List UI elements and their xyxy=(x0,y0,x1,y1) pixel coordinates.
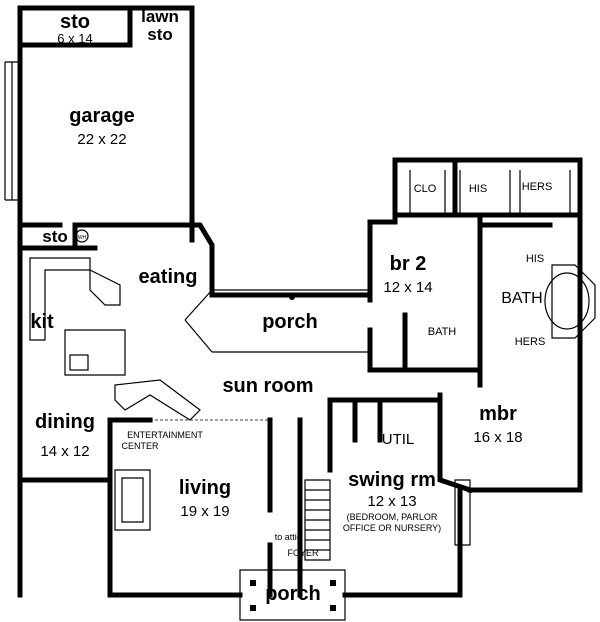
room-br2-name: br 2 xyxy=(390,253,427,275)
room-master-bath-name: BATH xyxy=(501,290,542,307)
room-kit-name: kit xyxy=(30,311,54,333)
to-attic-label: to attic xyxy=(275,532,302,542)
room-sto-size: 6 x 14 xyxy=(57,31,92,46)
room-lawn-sto-line2: sto xyxy=(147,25,173,44)
room-garage-size: 22 x 22 xyxy=(77,131,126,148)
room-his-bath-name: HIS xyxy=(526,253,544,265)
room-living-size: 19 x 19 xyxy=(180,503,229,520)
room-sto-name: sto xyxy=(60,11,90,33)
room-br2-size: 12 x 14 xyxy=(383,279,432,296)
room-mbr-size: 16 x 18 xyxy=(473,429,522,446)
room-swing-rm-name: swing rm xyxy=(348,469,436,491)
room-swing-rm-size: 12 x 13 xyxy=(367,493,416,510)
porch-columns xyxy=(250,294,336,611)
room-swing-rm-note2: OFFICE OR NURSERY) xyxy=(343,523,441,533)
room-living-name: living xyxy=(179,477,231,499)
water-heater-label: WH xyxy=(78,235,87,241)
room-dining-name: dining xyxy=(35,411,95,433)
room-clo-name: CLO xyxy=(414,183,437,195)
room-util-name: UTIL xyxy=(382,431,415,448)
room-sto-small-name: sto xyxy=(42,227,68,246)
room-hers-bath-name: HERS xyxy=(515,336,546,348)
room-porch-mid-name: porch xyxy=(262,311,318,333)
room-his-closet-name: HIS xyxy=(469,183,487,195)
room-sun-room-name: sun room xyxy=(222,375,313,397)
entertainment-center-line2: CENTER xyxy=(121,441,159,451)
walls xyxy=(4,5,596,621)
room-foyer-name: FOYER xyxy=(287,548,319,558)
room-mbr-name: mbr xyxy=(479,403,517,425)
room-garage-name: garage xyxy=(69,105,135,127)
room-hers-closet-name: HERS xyxy=(522,181,553,193)
room-br2-bath-name: BATH xyxy=(428,326,457,338)
room-dining-size: 14 x 12 xyxy=(40,443,89,460)
entertainment-center-line1: ENTERTAINMENT xyxy=(127,430,203,440)
room-eating-name: eating xyxy=(139,266,198,288)
room-porch-front-name: porch xyxy=(265,583,321,605)
water-heater-icon xyxy=(75,229,89,243)
room-lawn-sto-line1: lawn xyxy=(141,7,179,26)
room-swing-rm-note1: (BEDROOM, PARLOR xyxy=(347,512,438,522)
